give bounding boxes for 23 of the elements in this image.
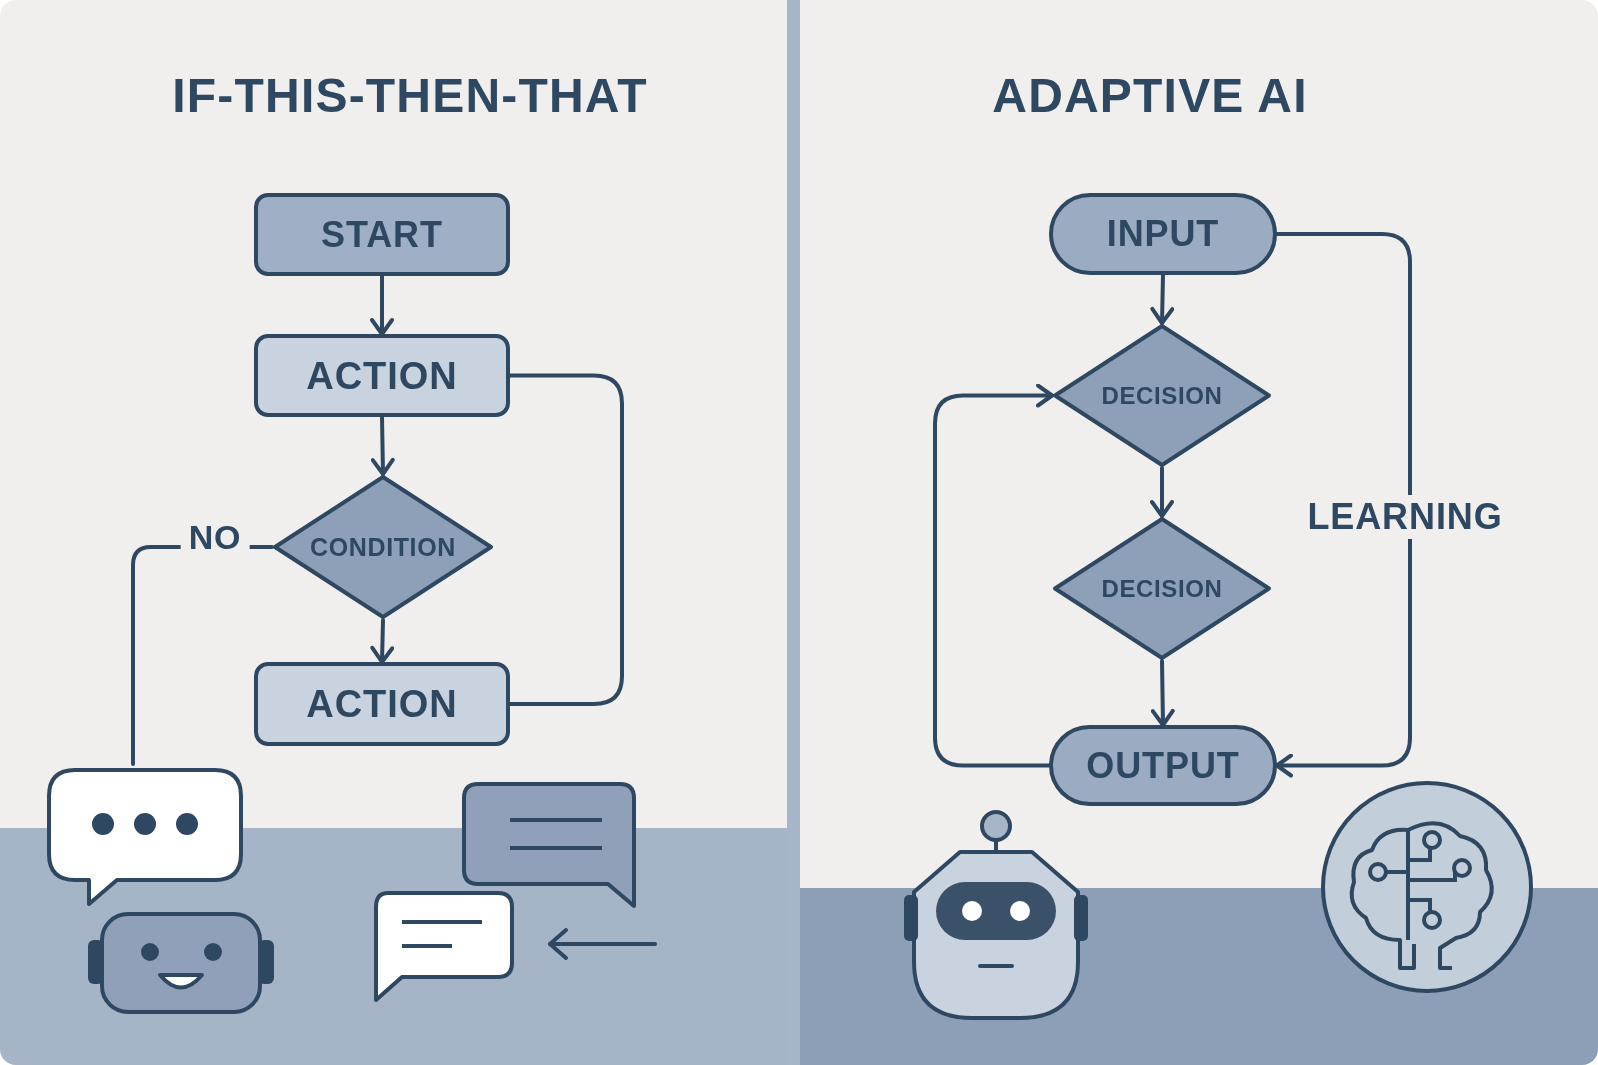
decision-diamond — [1052, 323, 1272, 468]
connector-arrow — [370, 274, 394, 336]
process-box — [254, 662, 510, 746]
node-label: ACTION — [306, 356, 458, 395]
connector-arrow — [933, 383, 1054, 768]
node-label: START — [321, 216, 443, 253]
node-label: DECISION — [1101, 576, 1223, 601]
process-box — [254, 193, 510, 276]
node-label: ACTION — [306, 685, 458, 723]
decision-diamond — [1052, 516, 1272, 661]
node-label: INPUT — [1106, 216, 1220, 252]
connector-arrow — [1150, 659, 1175, 727]
connector-arrow — [370, 618, 395, 664]
decision-diamond — [272, 474, 494, 620]
process-box — [254, 334, 510, 417]
connector-arrow — [1150, 273, 1175, 325]
panel-title: ADAPTIVE AI — [991, 72, 1309, 120]
panel-title: IF-THIS-THEN-THAT — [171, 72, 649, 120]
node-label: OUTPUT — [1086, 747, 1240, 784]
connector-arrow — [370, 415, 395, 476]
connector-arrow — [1150, 466, 1174, 518]
node-label: CONDITION — [310, 534, 456, 560]
node-label: DECISION — [1101, 383, 1223, 408]
